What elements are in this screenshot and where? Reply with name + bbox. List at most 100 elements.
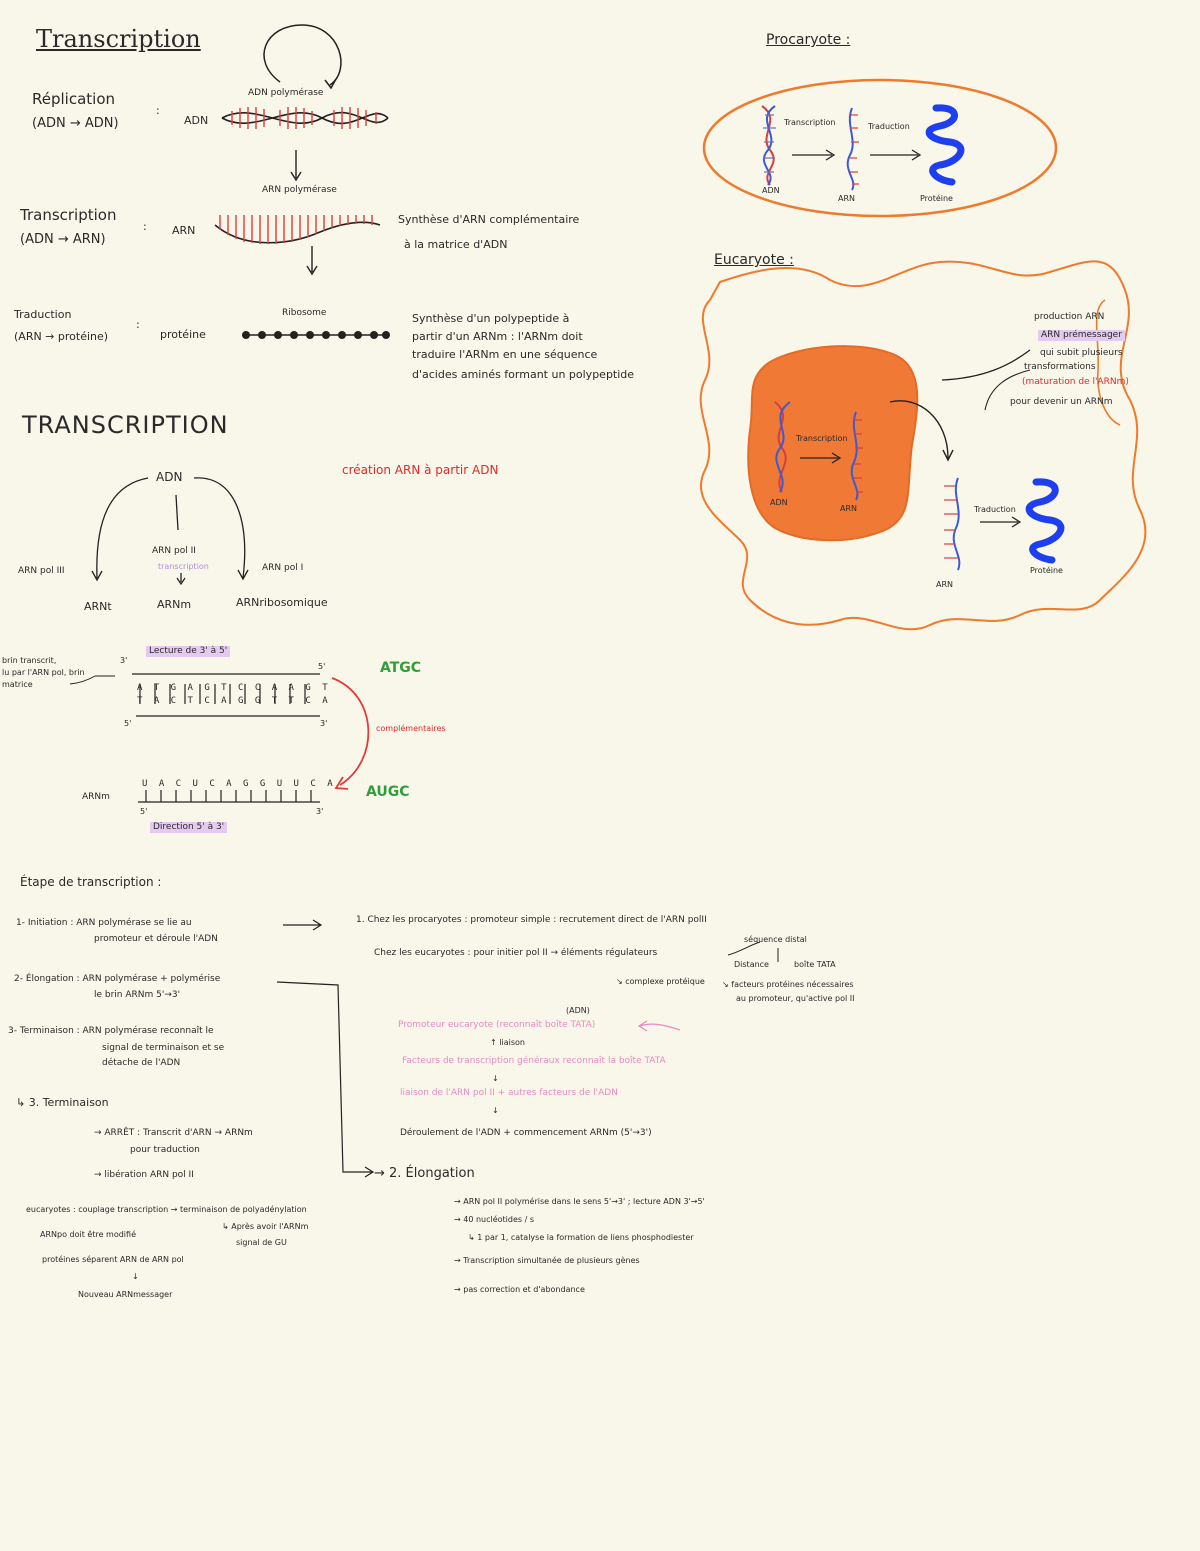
eukaryote-note-5: (maturation de l'ARNm) <box>1022 377 1129 387</box>
replication-enzyme: ADN polymérase <box>248 88 324 98</box>
elong-line-1: → ARN pol II polymérise dans le sens 5'→… <box>454 1197 705 1206</box>
ribosome-label: Ribosome <box>282 308 327 318</box>
step-terminaison: 3- Terminaison : ARN polymérase reconnaî… <box>8 1026 214 1036</box>
replication-adn: ADN <box>184 114 209 127</box>
strand-note-3: matrice <box>2 680 33 689</box>
distance-label: Distance <box>734 960 769 969</box>
arret-line: → ARRÊT : Transcrit d'ARN → ARNm <box>94 1128 253 1138</box>
example-line-5: protéines séparent ARN de ARN pol <box>42 1255 184 1264</box>
replication-sub: (ADN → ADN) <box>32 116 119 131</box>
elong-line-2: → 40 nucléotides / s <box>454 1215 535 1224</box>
rna-5prime: 5' <box>140 807 148 816</box>
strand-note-2: lu par l'ARN pol, brin <box>2 668 85 677</box>
eukaryote-adn-label: ADN <box>770 498 788 507</box>
eukaryote-rna-in-nucleus <box>850 411 863 501</box>
init-procaryotes: 1. Chez les procaryotes : promoteur simp… <box>356 915 707 925</box>
facteurs-line-2: au promoteur, qu'active pol II <box>736 994 855 1003</box>
promoteur-eucaryote: Promoteur eucaryote (reconnaît boîte TAT… <box>398 1020 596 1030</box>
tree-arn-pol-ii: ARN pol II <box>152 546 196 556</box>
tata-box-label: boîte TATA <box>794 960 836 969</box>
prokaryote-title: Procaryote : <box>766 32 851 48</box>
replication-label: Réplication <box>32 90 116 108</box>
eukaryote-arn-cyto-label: ARN <box>936 580 954 589</box>
rna-bases: U A C U C A G G U U C A <box>142 779 336 789</box>
strand-top-5prime: 3' <box>120 656 128 665</box>
traduction-desc-4: d'acides aminés formant un polypeptide <box>412 368 635 381</box>
prokaryote-dna-helix <box>761 105 776 186</box>
eukaryote-note-3: qui subit plusieurs <box>1040 348 1123 358</box>
direction-label: Direction 5' à 3' <box>150 822 228 834</box>
eukaryote-protein-label: Protéine <box>1030 566 1063 575</box>
transcription-desc-2: à la matrice d'ADN <box>404 238 508 251</box>
sequence-distal: séquence distal <box>744 935 807 944</box>
initiation-arrow <box>283 919 323 931</box>
rna-strand-ladder <box>138 790 320 803</box>
step-elongation-2: le brin ARNm 5'→3' <box>94 990 181 1000</box>
prokaryote-arn-label: ARN <box>838 194 856 203</box>
eukaryote-traduction-label: Traduction <box>974 505 1016 514</box>
dna-helix-replication <box>221 107 389 129</box>
traduction-row-sub: (ARN → protéine) <box>14 330 109 343</box>
eukaryote-dna-helix <box>774 401 791 493</box>
prokaryote-cell <box>702 78 1058 218</box>
arret-line-2: pour traduction <box>130 1145 200 1155</box>
section-title-transcription: TRANSCRIPTION <box>22 411 229 439</box>
arrow-down-1: ↓ <box>492 1074 499 1083</box>
traduction-desc-3: traduire l'ARNm en une séquence <box>412 348 598 361</box>
eukaryote-arn-label: ARN <box>840 504 858 513</box>
tree-root-adn: ADN <box>156 470 183 484</box>
tree-out-arnr: ARNribosomique <box>236 596 328 609</box>
replication-loop-arrow <box>263 24 342 86</box>
dna-top-bases: A T G A G T C C A A G T <box>137 683 331 693</box>
polypeptide-chain <box>242 331 390 339</box>
example-line-1: eucaryotes : couplage transcription → te… <box>26 1205 307 1214</box>
eukaryote-note-2: ARN prémessager <box>1038 330 1125 342</box>
note-bracket <box>69 675 115 685</box>
augc-label: AUGC <box>366 784 410 800</box>
complexe-proteique: ↘ complexe protéique <box>616 977 705 986</box>
init-eucaryotes: Chez les eucaryotes : pour initier pol I… <box>374 948 658 958</box>
atgc-label: ATGC <box>380 660 422 676</box>
pink-curve-arrow <box>637 1020 681 1032</box>
transcription-row-label: Transcription <box>20 206 117 224</box>
tree-arn-pol-i: ARN pol I <box>262 563 304 573</box>
dna-strand-ladder <box>132 673 320 717</box>
complementaires-label: complémentaires <box>376 724 446 733</box>
step-initiation: 1- Initiation : ARN polymérase se lie au <box>16 918 192 928</box>
prokaryote-protein <box>925 104 965 186</box>
deroulement-line: Déroulement de l'ADN + commencement ARNm… <box>400 1128 652 1138</box>
prokaryote-adn-label: ADN <box>762 186 780 195</box>
complementary-arrow <box>331 677 370 790</box>
step-terminaison-3: détache de l'ADN <box>102 1058 181 1068</box>
page-title: Transcription <box>36 25 201 53</box>
prokaryote-protein-label: Protéine <box>920 194 953 203</box>
tree-out-arnm: ARNm <box>157 598 192 611</box>
example-line-4: ARNpo doit être modifié <box>40 1230 136 1239</box>
example-line-6: Nouveau ARNmessager <box>78 1290 173 1299</box>
strand-top-3prime: 5' <box>318 662 326 671</box>
arn-pol-tree-arrows <box>91 477 249 586</box>
step-elongation: 2- Élongation : ARN polymérase + polymér… <box>14 974 221 984</box>
eukaryote-transcription-label: Transcription <box>796 434 848 443</box>
transcription-row-colon: : <box>143 220 147 233</box>
lecture-label: Lecture de 3' à 5' <box>146 646 231 658</box>
arnm-strand-label: ARNm <box>82 792 110 802</box>
traduction-row-protein: protéine <box>160 328 206 341</box>
creation-note: création ARN à partir ADN <box>342 463 499 477</box>
eukaryote-cell-membrane <box>699 260 1147 631</box>
etapes-title: Étape de transcription : <box>20 875 162 889</box>
eukaryote-protein <box>1025 478 1065 564</box>
liaison-label: ↑ liaison <box>490 1038 525 1047</box>
arrow-down-2: ↓ <box>492 1106 499 1115</box>
eukaryote-note-1: production ARN <box>1034 312 1105 322</box>
strand-bottom-3prime: 3' <box>320 719 328 728</box>
prokaryote-rna-strand <box>846 107 859 191</box>
terminaison-heading: ↳ 3. Terminaison <box>16 1096 109 1109</box>
facteurs-generaux: Facteurs de transcription généraux recon… <box>402 1056 666 1066</box>
strand-bottom-5prime: 5' <box>124 719 132 728</box>
example-arrow: ↓ <box>132 1272 139 1281</box>
traduction-desc-2: partir d'un ARNm : l'ARNm doit <box>412 330 583 343</box>
step-initiation-2: promoteur et déroule l'ADN <box>94 934 218 944</box>
transcription-row-sub: (ADN → ARN) <box>20 232 106 247</box>
eukaryote-nucleus <box>747 345 919 542</box>
